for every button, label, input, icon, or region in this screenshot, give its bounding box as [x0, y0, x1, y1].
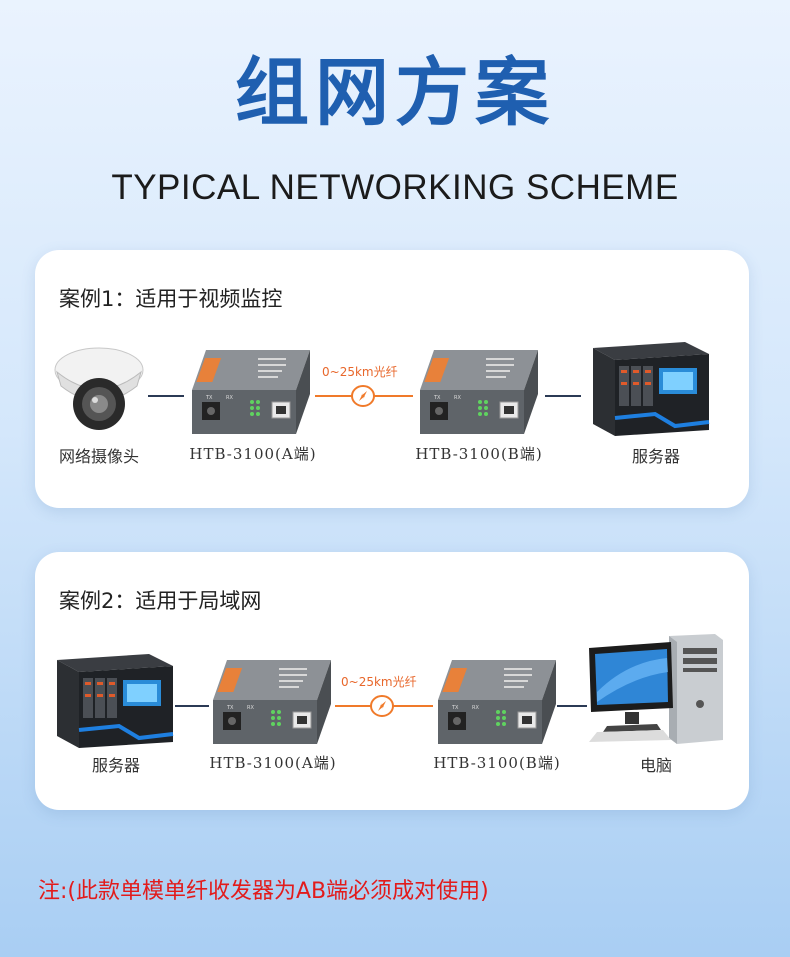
- svg-text:TX: TX: [205, 395, 213, 401]
- svg-text:RX: RX: [454, 395, 461, 401]
- converter-a-device: TX RX: [213, 660, 331, 744]
- case-card-2: 案例2：适用于局域网 服务器 TX RX HTB-3100(A端) 0~25km…: [35, 552, 749, 810]
- case-card-1: 案例1：适用于视频监控 TX RX HTB-3100(A端) 0~25km光纤: [35, 250, 749, 508]
- device-b-label: HTB-3100(B端): [415, 445, 543, 463]
- svg-text:TX: TX: [226, 705, 234, 711]
- computer-icon: [589, 634, 723, 744]
- page-subtitle: TYPICAL NETWORKING SCHEME: [111, 168, 679, 207]
- server-label: 服务器: [91, 756, 140, 775]
- converter-a-device: TX RX: [192, 350, 310, 434]
- page-title: 组网方案: [235, 50, 555, 136]
- converter-b-device: TX RX: [420, 350, 538, 434]
- converter-b-device: TX RX: [438, 660, 556, 744]
- camera-icon: [54, 347, 144, 430]
- link-b-computer: [557, 705, 587, 707]
- svg-text:TX: TX: [451, 705, 459, 711]
- device-a-label: HTB-3100(A端): [189, 445, 317, 463]
- fiber-distance-label: 0~25km光纤: [341, 675, 417, 689]
- server-label: 服务器: [631, 447, 680, 466]
- fiber-icon: [370, 695, 394, 717]
- fiber-icon: [351, 385, 375, 407]
- device-a-label: HTB-3100(A端): [209, 754, 337, 772]
- case-1-title: 案例1：适用于视频监控: [59, 287, 283, 311]
- svg-text:TX: TX: [433, 395, 441, 401]
- fiber-distance-label: 0~25km光纤: [322, 365, 398, 379]
- usage-note: 注:(此款单模单纤收发器为AB端必须成对使用): [38, 879, 489, 904]
- server-icon: [57, 654, 174, 748]
- case-2-title: 案例2：适用于局域网: [59, 589, 262, 613]
- device-b-label: HTB-3100(B端): [433, 754, 561, 772]
- link-server-a: [175, 705, 209, 707]
- server-icon: [593, 342, 710, 436]
- svg-text:RX: RX: [247, 705, 254, 711]
- svg-text:RX: RX: [472, 705, 479, 711]
- link-camera-a: [148, 395, 184, 397]
- camera-label: 网络摄像头: [58, 447, 139, 466]
- link-b-server: [545, 395, 581, 397]
- svg-text:RX: RX: [226, 395, 233, 401]
- computer-label: 电脑: [639, 756, 672, 775]
